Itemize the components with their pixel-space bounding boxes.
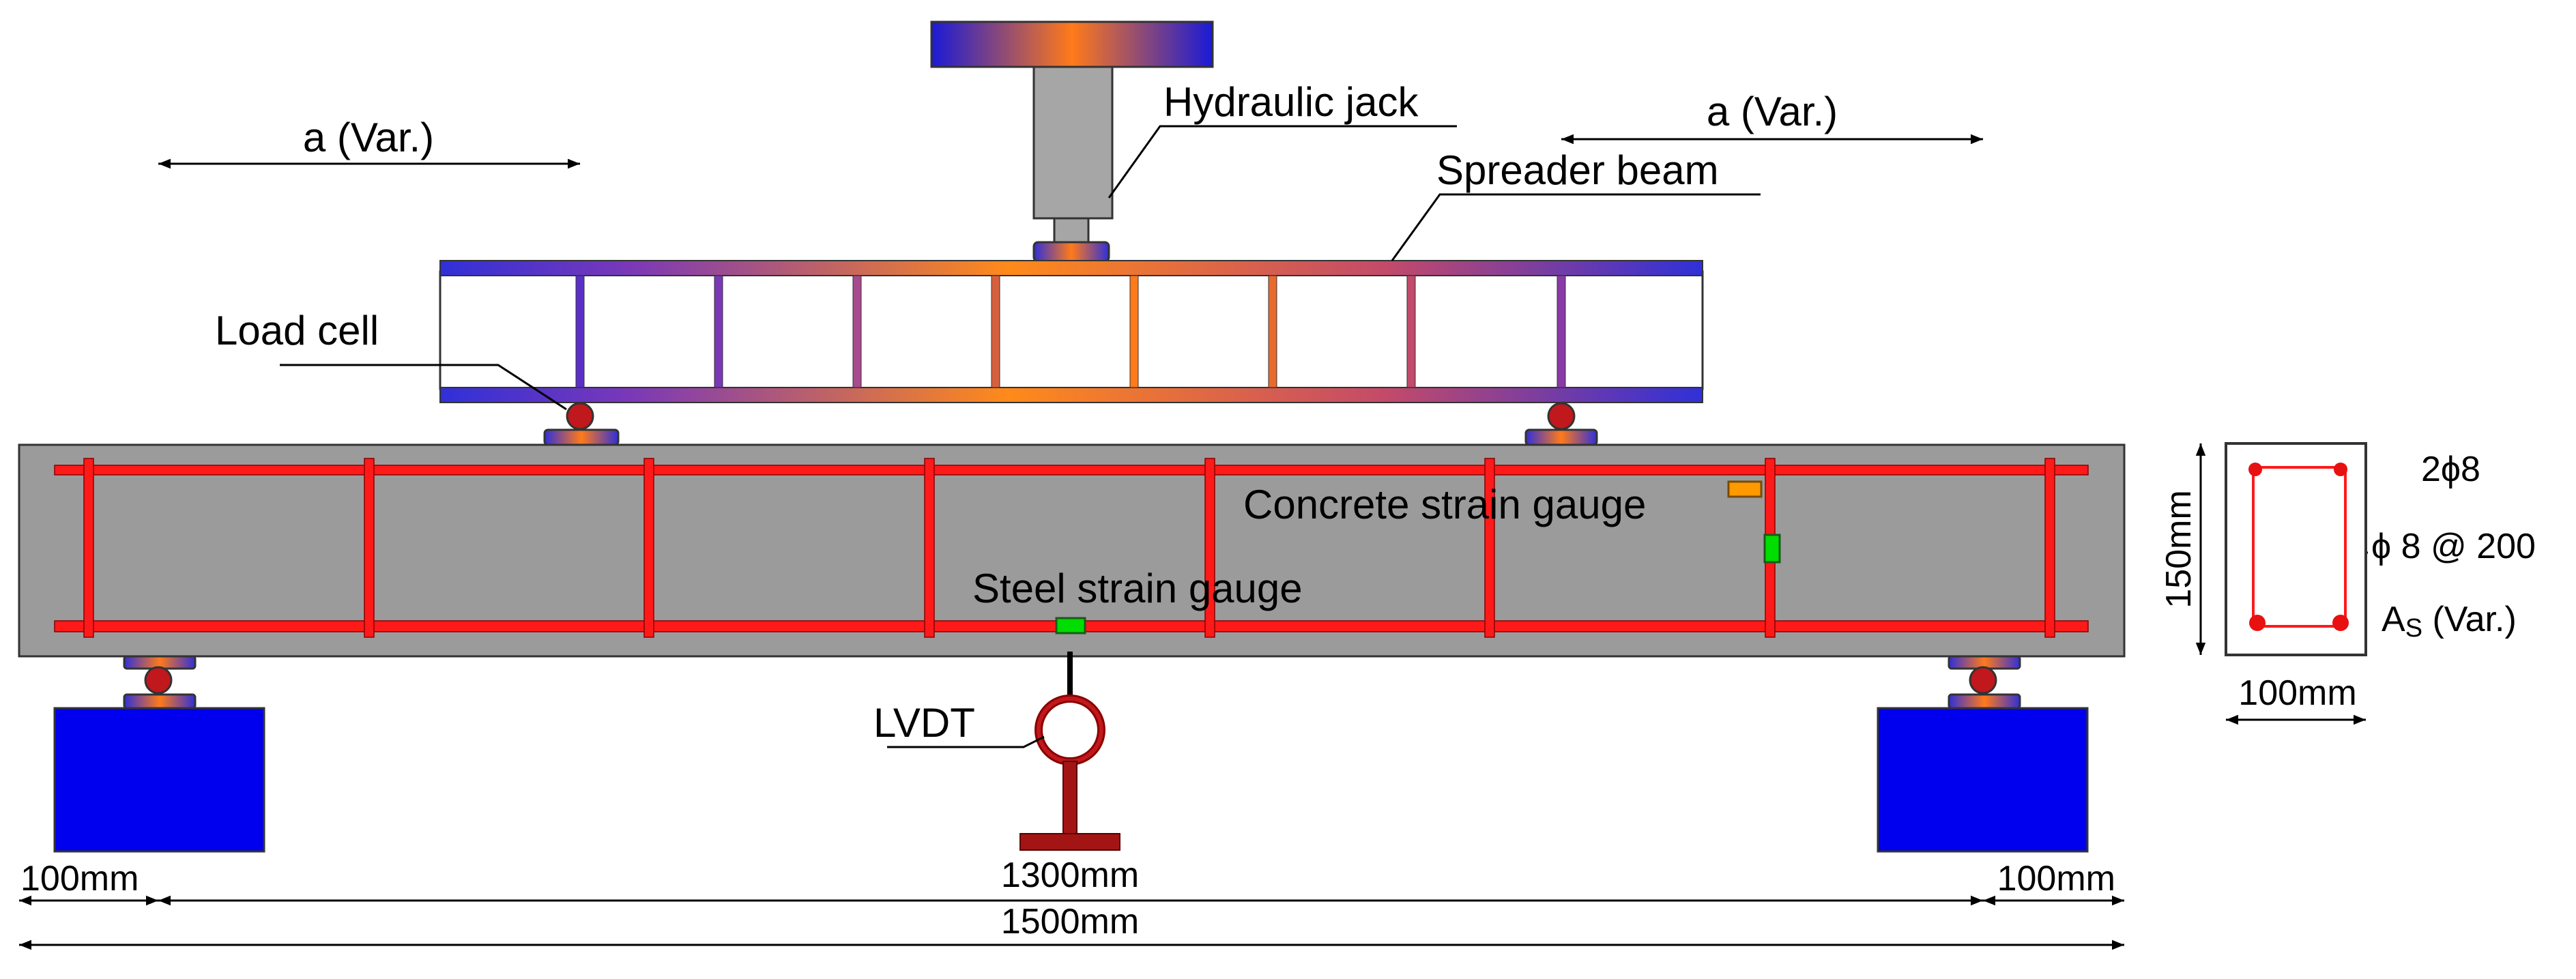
- load-cell-pad: [543, 428, 620, 446]
- steel-strain-gauge: [1055, 617, 1086, 634]
- rc-beam: [18, 443, 2126, 658]
- support-block: [53, 707, 265, 853]
- span-label: 1300mm: [1001, 856, 1139, 895]
- support-block: [1877, 707, 2089, 853]
- spreader-beam-leader: [1391, 193, 1761, 261]
- bottom-bar-left: [2249, 615, 2266, 631]
- support-roller: [144, 666, 173, 695]
- spreader-stiffeners: [575, 275, 1566, 388]
- jack-load-pad: [1032, 241, 1110, 263]
- leader-lines: [280, 125, 2368, 748]
- stirrups-label: ϕ 8 @ 200: [2371, 527, 2536, 566]
- spreader-top-flange: [439, 260, 1703, 276]
- concrete-strain-gauge-label: Concrete strain gauge: [1243, 482, 1646, 527]
- load-cell-roller: [566, 402, 594, 430]
- tension-steel-prefix: A: [2382, 600, 2405, 639]
- spreader-stiffener: [852, 275, 862, 388]
- stirrup: [643, 458, 654, 638]
- section-height-label: 150mm: [2159, 490, 2199, 608]
- spreader-stiffener: [1129, 275, 1139, 388]
- top-bar-left: [2248, 463, 2262, 476]
- hydraulic-jack-label: Hydraulic jack: [1163, 79, 1419, 125]
- lvdt: [1019, 652, 1120, 851]
- spreader-beam: [439, 260, 1704, 403]
- spreader-stiffener: [714, 275, 723, 388]
- support-roller: [1969, 666, 1997, 695]
- length-dimensions: [19, 895, 2124, 950]
- load-cell-leader: [280, 364, 567, 411]
- section-stirrup: [2252, 466, 2347, 628]
- support-left: [53, 655, 265, 853]
- spreader-stiffener: [991, 275, 1000, 388]
- top-bars-label: 2ϕ8: [2421, 450, 2480, 489]
- load-cell-left: [543, 402, 620, 446]
- lvdt-stem: [1062, 761, 1077, 837]
- jack-cylinder: [1032, 65, 1114, 220]
- section-width-label: 100mm: [2238, 673, 2356, 713]
- spreader-web: [439, 270, 1704, 390]
- lvdt-label: LVDT: [873, 700, 975, 746]
- tension-steel-sub: S: [2405, 614, 2422, 643]
- top-bar-right: [2334, 463, 2347, 476]
- stirrup: [1204, 458, 1215, 638]
- load-cell-label: Load cell: [215, 308, 379, 353]
- load-point-pad: [1524, 428, 1598, 446]
- steel-strain-gauge-label: Steel strain gauge: [972, 566, 1303, 611]
- bottom-bar-right: [2332, 615, 2349, 631]
- support-bottom-pad: [1948, 693, 2021, 710]
- hydraulic-jack-leader: [1108, 125, 1457, 199]
- stirrup: [83, 458, 94, 638]
- top-longitudinal-rebar: [54, 465, 2089, 476]
- spreader-beam-label: Spreader beam: [1436, 147, 1719, 193]
- shear-span-left-label: a (Var.): [303, 115, 434, 160]
- load-point-roller: [1547, 402, 1576, 430]
- jack-ram: [1053, 217, 1090, 244]
- cross-section: [2195, 442, 2367, 725]
- load-point-right: [1524, 402, 1598, 446]
- spreader-stiffener: [1557, 275, 1566, 388]
- stirrup: [924, 458, 935, 638]
- spreader-stiffener: [575, 275, 585, 388]
- stirrup-strain-gauge: [1763, 534, 1781, 564]
- total-length-label: 1500mm: [1001, 902, 1139, 941]
- lvdt-ring-inner: [1037, 697, 1103, 763]
- stirrup: [2044, 458, 2055, 638]
- tension-steel-label: AS (Var.): [2382, 600, 2517, 643]
- stirrup: [364, 458, 375, 638]
- support-right: [1877, 655, 2089, 853]
- jack-top-plate: [930, 20, 1214, 68]
- spreader-stiffener: [1268, 275, 1277, 388]
- overhang-left-label: 100mm: [20, 859, 139, 898]
- lvdt-base: [1019, 833, 1120, 851]
- concrete-strain-gauge: [1727, 480, 1763, 498]
- hydraulic-jack: [930, 20, 1214, 263]
- support-bottom-pad: [123, 693, 197, 710]
- overhang-right-label: 100mm: [1997, 859, 2115, 898]
- spreader-stiffener: [1406, 275, 1416, 388]
- tension-steel-suffix: (Var.): [2422, 600, 2517, 639]
- stirrup: [1484, 458, 1495, 638]
- spreader-bottom-flange: [439, 387, 1703, 403]
- lvdt-leader: [887, 735, 1045, 748]
- shear-span-right-label: a (Var.): [1707, 89, 1838, 134]
